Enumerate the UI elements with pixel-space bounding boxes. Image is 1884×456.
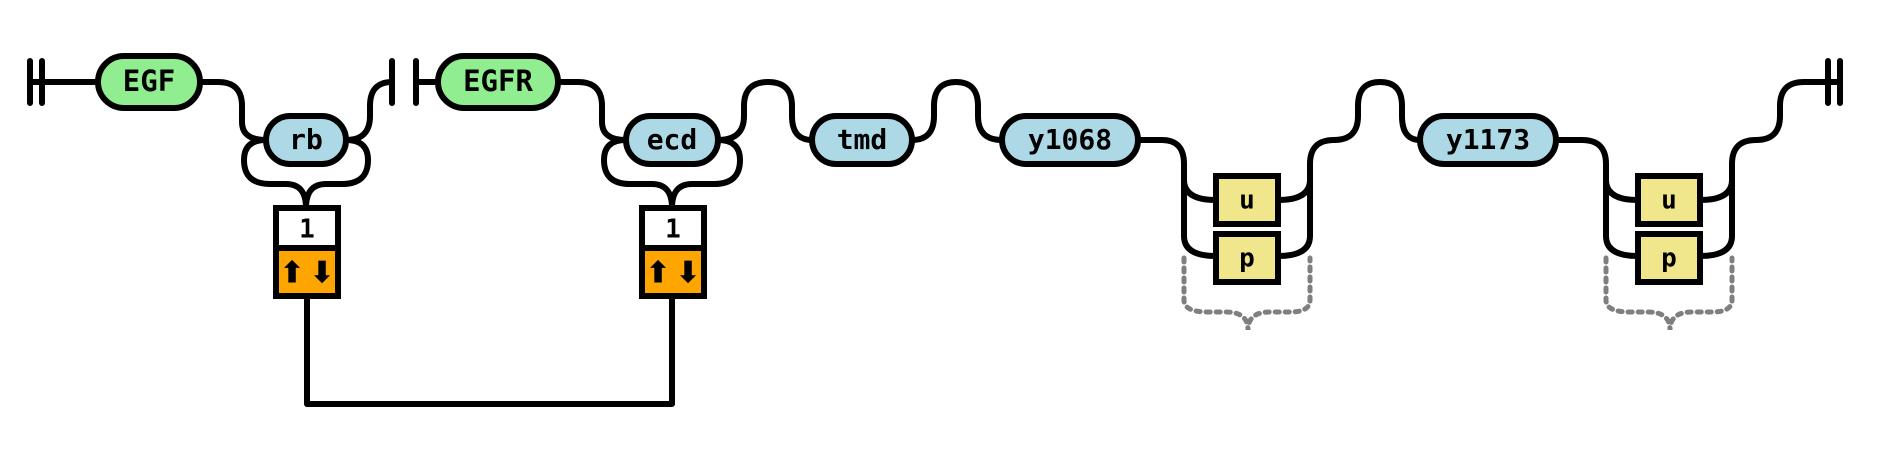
agent-egfr: EGFR ecd 1 ⬆ ⬇ tmd y1068 u p y1173 [413, 53, 1843, 331]
bond-hook-rb [241, 137, 371, 211]
state-y1068-u[interactable] [1213, 173, 1281, 227]
arrow-down-icon: ⬇ [675, 256, 700, 291]
bond-state-ecd [639, 245, 707, 299]
bond-link-rb-ecd [304, 293, 675, 407]
wire-rb-to-end [343, 58, 395, 143]
state-y1173-u[interactable] [1635, 173, 1703, 227]
free-state-brace-y1068 [1181, 255, 1313, 331]
bond-index-ecd-label: 1 [665, 215, 681, 245]
wire-egfr-to-ecd [555, 79, 629, 143]
state-branch-y1173-lower [1697, 177, 1735, 259]
wire-ecd-to-tmd [715, 79, 815, 143]
site-ecd-label: ecd [647, 123, 698, 156]
state-y1173-p[interactable] [1635, 231, 1703, 285]
site-y1173-label: y1173 [1446, 123, 1530, 156]
state-y1068-u-label: u [1239, 186, 1255, 216]
free-state-brace-y1173 [1603, 255, 1735, 331]
start-terminal [27, 58, 101, 106]
wire-egf-to-rb [197, 79, 269, 143]
state-y1068-p-label: p [1239, 244, 1255, 274]
site-tmd-label: tmd [837, 123, 888, 156]
state-branch-y1173 [1553, 79, 1843, 259]
end-terminal [1825, 58, 1843, 106]
agent-egf-label: EGF [123, 64, 175, 98]
arrow-down-icon: ⬇ [309, 256, 334, 291]
agent-egf: EGF rb 1 ⬆ ⬇ [27, 53, 395, 299]
bond-index-rb-label: 1 [299, 215, 315, 245]
site-rb-label: rb [289, 123, 323, 156]
bond-hook-ecd [601, 137, 743, 211]
agent-egfr-start [413, 58, 441, 106]
state-y1173-p-label: p [1661, 244, 1677, 274]
agent-egfr-label: EGFR [463, 64, 533, 98]
wire-tmd-to-y1068 [909, 79, 1005, 143]
site-rb[interactable] [263, 113, 349, 167]
arrow-up-icon: ⬆ [279, 256, 304, 291]
state-y1068-p[interactable] [1213, 231, 1281, 285]
arrow-up-icon: ⬆ [645, 256, 670, 291]
site-y1068-label: y1068 [1028, 123, 1112, 156]
state-branch-y1068 [1135, 79, 1423, 259]
state-y1173-u-label: u [1661, 186, 1677, 216]
